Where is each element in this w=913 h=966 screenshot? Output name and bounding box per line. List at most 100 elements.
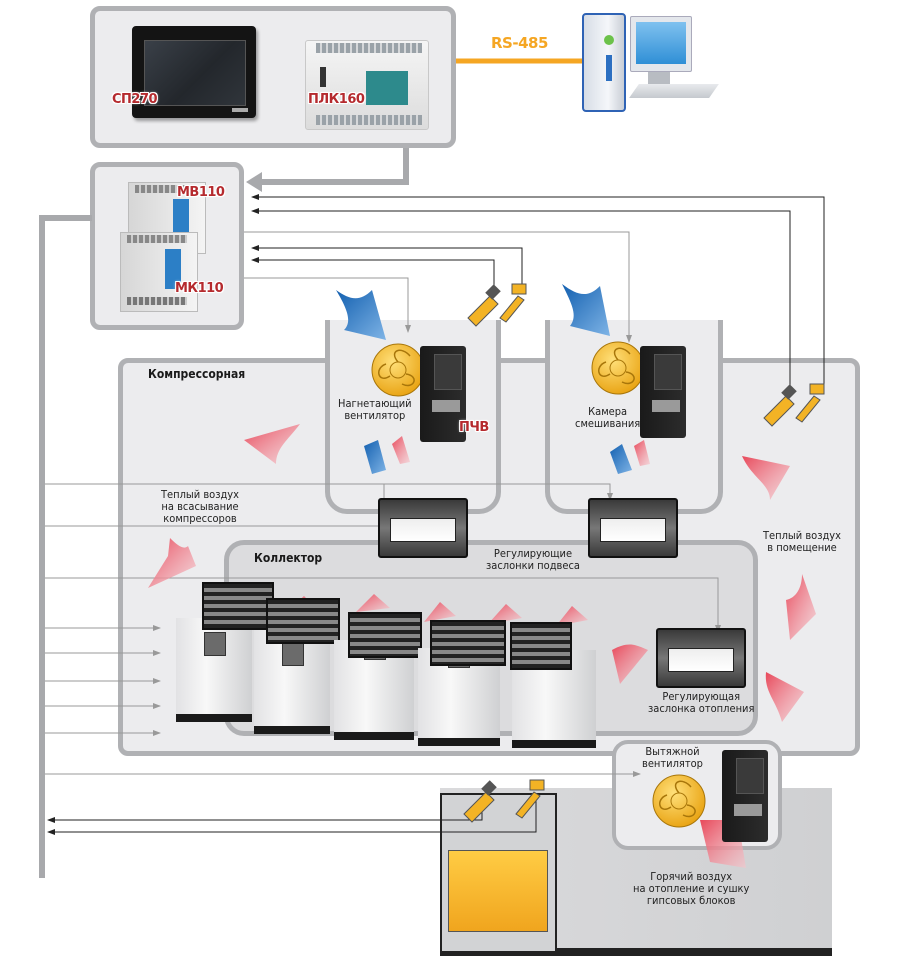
warm-air-room-label: Теплый воздух в помещение	[763, 530, 841, 554]
hot-air-line-3: гипсовых блоков	[646, 894, 736, 907]
signal-line-chamber-sensor-1	[47, 808, 483, 823]
mixing-chamber-label: Камера смешивания	[575, 406, 640, 430]
heating-damper-label: Регулирующая заслонка отопления	[648, 691, 754, 715]
exhaust-fan-line-2: вентилятор	[642, 757, 703, 770]
temperature-sensor-outdoor[interactable]	[467, 284, 501, 327]
vfd-exhaust-fan[interactable]	[722, 750, 768, 842]
vfd-supply-keypad	[434, 354, 462, 390]
compressor-1-cooler	[202, 582, 274, 630]
suspension-dampers-line-2: заслонки подвеса	[486, 559, 580, 572]
damper-2-blade	[600, 518, 666, 542]
compressor-1-panel	[204, 632, 226, 656]
supply-fan-icon[interactable]	[371, 343, 425, 397]
humidity-sensor-room[interactable]	[795, 383, 825, 423]
pc-monitor[interactable]	[630, 16, 692, 72]
compressor-5-cooler	[510, 622, 572, 670]
vfd-mixing-plate	[652, 400, 680, 412]
mixing-chamber-label-line-2: смешивания	[575, 417, 641, 430]
plc-label: ПЛК160	[308, 92, 365, 107]
compressor-4-cooler	[430, 620, 506, 666]
warm-air-arrow-room-1	[742, 456, 790, 500]
collector-label: Коллектор	[254, 551, 323, 565]
cold-air-intake-arrow-1	[336, 290, 386, 340]
pc-tower[interactable]	[582, 13, 626, 112]
output-module-device[interactable]	[120, 232, 198, 312]
warm-air-arrow-comp-3	[424, 602, 456, 622]
supply-fan-label: Нагнетающий вентилятор	[338, 398, 412, 422]
warm-air-arrow-comp-5	[556, 606, 588, 626]
temperature-sensor-room[interactable]	[763, 384, 797, 427]
plc-terminals-top	[316, 43, 422, 53]
hot-air-line-1: Горячий воздух	[650, 870, 733, 883]
hmi-screen	[144, 40, 246, 106]
signal-line-room-sensor-2	[251, 208, 791, 388]
plc-to-io-bus	[258, 148, 409, 185]
exhaust-fan-icon[interactable]	[652, 774, 706, 828]
input-module-blue-panel	[173, 199, 189, 239]
heating-damper-line-1: Регулирующая	[662, 690, 741, 703]
hmi-label: СП270	[112, 92, 158, 107]
pc-power-button	[604, 35, 614, 45]
hot-air-label: Горячий воздух на отопление и сушку гипс…	[633, 871, 749, 907]
warm-air-intake-line-1: Теплый воздух	[161, 488, 240, 501]
exhaust-fan-label: Вытяжной вентилятор	[642, 746, 703, 770]
plc-front-label	[366, 71, 408, 105]
pc-monitor-stand	[648, 72, 670, 84]
pc-drive-slot	[606, 55, 612, 81]
mixing-chamber-label-line-1: Камера	[588, 405, 628, 418]
vfd-exhaust-plate	[734, 804, 762, 816]
signal-line-outdoor-sensor-2	[251, 257, 495, 290]
compressor-2-cooler	[266, 598, 340, 644]
temperature-sensor-chamber[interactable]	[463, 780, 497, 823]
heating-damper-blade	[668, 648, 734, 672]
suspension-damper-1[interactable]	[378, 498, 468, 558]
vfd-exhaust-keypad	[736, 758, 764, 794]
output-module-blue-panel	[165, 249, 181, 289]
suspension-damper-2[interactable]	[588, 498, 678, 558]
signal-line-outdoor-sensor-1	[251, 245, 523, 288]
warm-air-intake-line-2: на всасывание	[161, 500, 239, 513]
compressor-2[interactable]	[254, 630, 330, 734]
vfd-mixing-fan[interactable]	[640, 346, 686, 438]
plc-device[interactable]	[305, 40, 429, 130]
compressor-2-panel	[282, 642, 304, 666]
exhaust-fan-line-1: Вытяжной	[645, 745, 700, 758]
input-module-label: МВ110	[177, 185, 225, 200]
warm-air-arrow-heating	[612, 644, 648, 684]
plc-terminals-bottom	[316, 115, 422, 125]
field-bus-vertical	[39, 215, 92, 878]
control-line-supply-fan	[244, 277, 411, 333]
mixing-fan-icon[interactable]	[591, 341, 645, 395]
compressor-1[interactable]	[176, 618, 252, 722]
vfd-supply-plate	[432, 400, 460, 412]
suspension-dampers-label: Регулирующие заслонки подвеса	[486, 548, 580, 572]
supply-fan-label-line-2: вентилятор	[344, 409, 406, 422]
warm-air-arrow-room-3	[765, 672, 804, 722]
hmi-logo	[232, 108, 248, 112]
warm-air-room-line-2: в помещение	[767, 541, 837, 554]
hmi-panel-device[interactable]	[132, 26, 256, 118]
humidity-sensor-outdoor[interactable]	[499, 283, 527, 323]
cold-air-mix-arrow-2	[610, 444, 632, 474]
warm-air-arrow-left	[244, 424, 300, 464]
output-module-terminals	[127, 235, 187, 243]
humidity-sensor-chamber[interactable]	[515, 779, 545, 819]
signal-line-room-sensor-1	[251, 194, 825, 392]
warm-air-arrow-comp-2	[356, 594, 390, 612]
input-module-terminals	[135, 185, 195, 193]
warm-air-arrow-room-2	[786, 574, 816, 640]
plc-to-io-arrowhead	[246, 172, 262, 192]
compressor-3-cooler	[348, 612, 422, 658]
compressor-room-label: Компрессорная	[148, 367, 246, 381]
heating-damper-line-2: заслонка отопления	[648, 702, 755, 715]
supply-fan-label-line-1: Нагнетающий	[338, 397, 412, 410]
suspension-dampers-line-1: Регулирующие	[493, 547, 573, 560]
vfd-supply-fan[interactable]	[420, 346, 466, 442]
heating-damper[interactable]	[656, 628, 746, 688]
cold-air-mix-arrow-1	[364, 440, 386, 474]
signal-line-chamber-sensor-2	[47, 800, 537, 835]
control-line-heating-damper	[45, 577, 721, 633]
gypsum-blocks[interactable]	[448, 850, 548, 932]
damper-1-blade	[390, 518, 456, 542]
